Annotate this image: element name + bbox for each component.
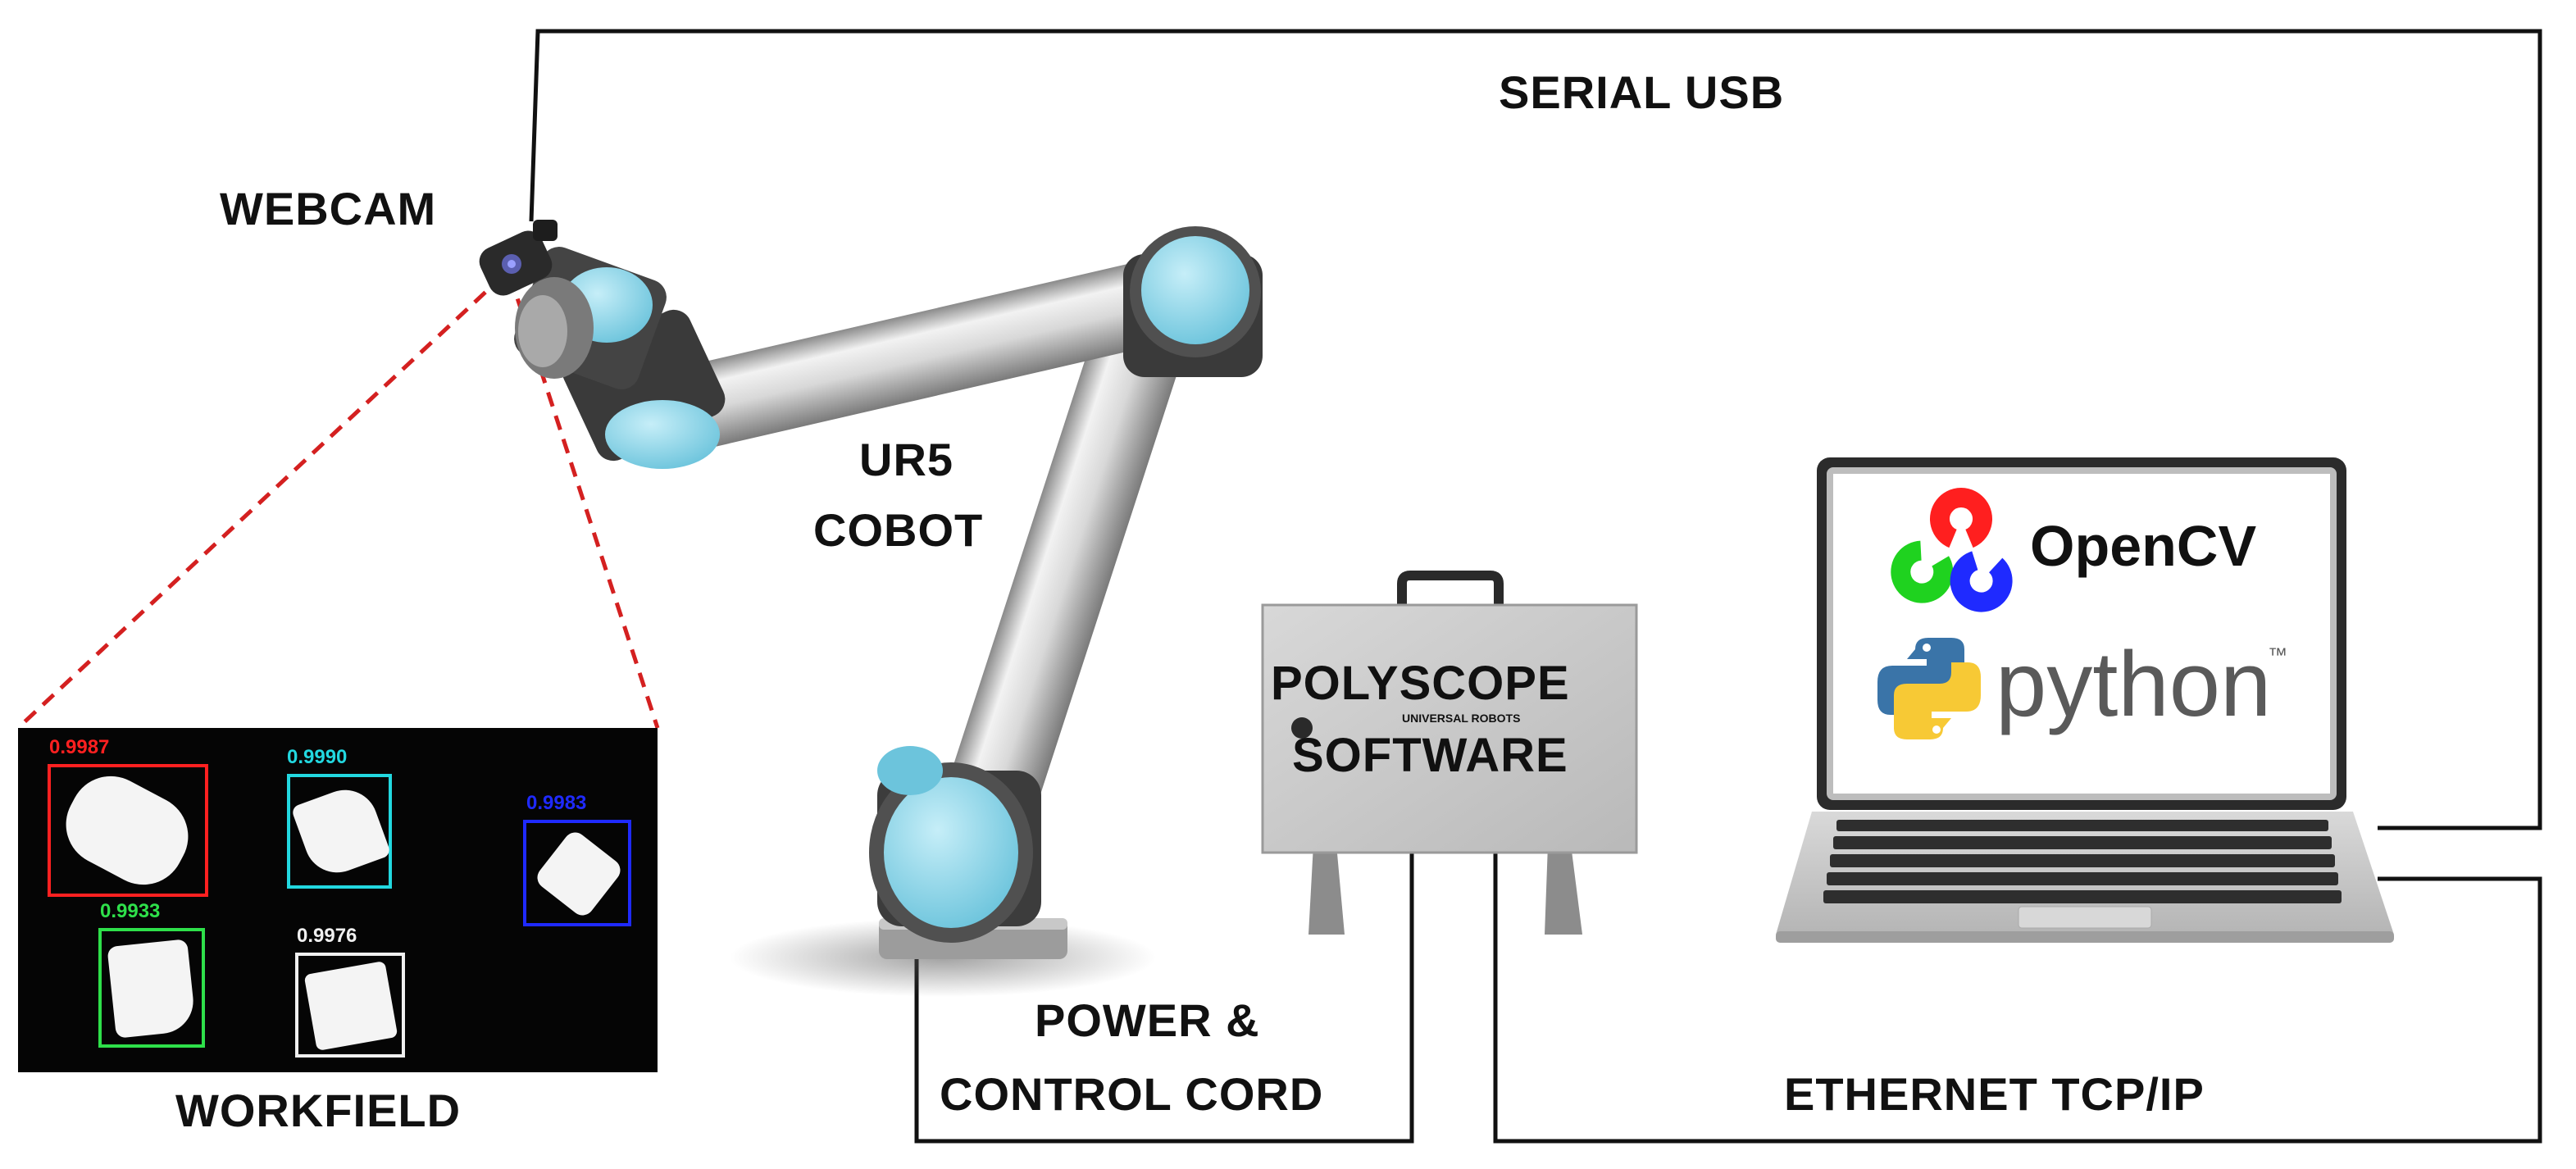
- detected-part: [290, 780, 392, 882]
- polyscope-controller: [1261, 571, 1638, 935]
- detected-part: [532, 827, 626, 921]
- laptop: [1776, 457, 2394, 943]
- detected-part: [51, 762, 203, 899]
- detection-score: 0.9933: [100, 900, 161, 922]
- power-control-cord: [914, 853, 1414, 1144]
- detected-part: [303, 961, 398, 1051]
- detection-box: [48, 762, 208, 899]
- laptop-touchpad: [2018, 906, 2152, 929]
- detection-box: [295, 953, 405, 1058]
- webcam-label: WEBCAM: [220, 183, 437, 234]
- python-logo: [1877, 638, 1981, 739]
- polyscope-label-line1: POLYSCOPE: [1271, 657, 1570, 710]
- power-cord-label-line2: CONTROL CORD: [940, 1068, 1324, 1120]
- detection-score: 0.9987: [49, 736, 110, 758]
- ur5-robot-arm: [479, 220, 1263, 997]
- detection-score: 0.9983: [526, 792, 587, 814]
- python-trademark: ™: [2268, 644, 2287, 666]
- polyscope-brand: UNIVERSAL ROBOTS: [1402, 712, 1521, 725]
- opencv-text: OpenCV: [2030, 514, 2257, 578]
- detection-score: 0.9990: [287, 746, 348, 768]
- serial-usb-cable: [529, 29, 2542, 830]
- detection-box: [287, 774, 392, 889]
- opencv-logo: [1891, 488, 2013, 612]
- detected-part: [107, 939, 197, 1039]
- ur5-label-line2: COBOT: [813, 504, 984, 556]
- detection-box: [98, 928, 205, 1048]
- ethernet-label: ETHERNET TCP/IP: [1784, 1068, 2205, 1120]
- workfield-panel: 0.9987 0.9990 0.9983 0.9933 0.9976: [18, 728, 658, 1072]
- laptop-keyboard: [1823, 820, 2342, 903]
- workfield-label: WORKFIELD: [175, 1085, 462, 1136]
- python-text: python: [1996, 633, 2272, 735]
- detection-score: 0.9976: [297, 925, 357, 947]
- detection-box: [523, 820, 631, 926]
- serial-usb-label: SERIAL USB: [1499, 66, 1785, 118]
- power-cord-label-line1: POWER &: [1035, 994, 1260, 1046]
- ethernet-cable: [1493, 853, 2542, 1144]
- polyscope-label-line2: SOFTWARE: [1292, 729, 1568, 782]
- webcam-device: [479, 220, 558, 296]
- ur5-label-line1: UR5: [859, 434, 954, 485]
